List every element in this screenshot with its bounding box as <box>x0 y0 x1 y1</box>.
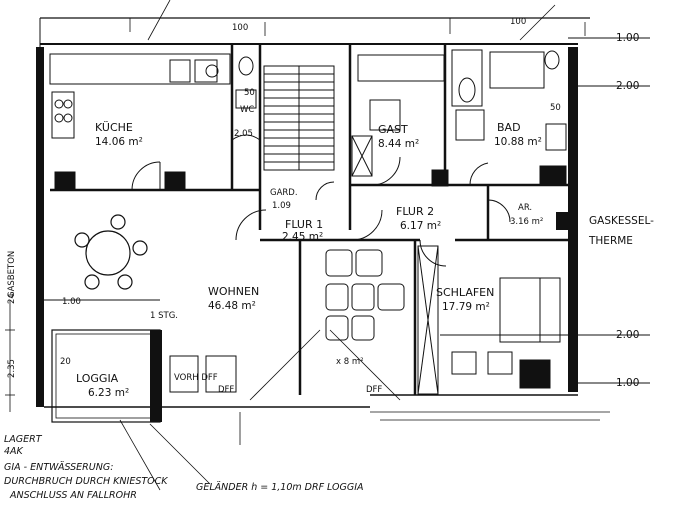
label-gaskessel: GASKESSEL- <box>589 215 654 227</box>
loggia-outline <box>44 299 162 423</box>
area-gast: 8.44 m² <box>378 138 419 150</box>
area-kueche: 14.06 m² <box>95 136 143 148</box>
living-furniture <box>169 245 561 395</box>
level-1-00-bottom: 1.00 <box>616 377 639 389</box>
note-anschluss: ANSCHLUSS AN FALLROHR <box>9 490 137 501</box>
label-stair-mark: x 8 m² <box>336 357 364 367</box>
label-stg: 1 STG. <box>150 311 178 321</box>
room-label-flur1: FLUR 1 <box>285 218 323 231</box>
dim-50-wc: 50 <box>244 88 255 98</box>
area-flur1: 2.45 m² <box>282 231 323 243</box>
wc-fittings <box>231 56 261 141</box>
room-label-flur2: FLUR 2 <box>396 205 434 218</box>
area-ar: 3.16 m² <box>510 217 543 227</box>
dimension-lines <box>5 18 586 412</box>
area-flur2: 6.17 m² <box>400 220 441 232</box>
level-2-00-top: 2.00 <box>616 80 639 92</box>
dim-loggia-1-00: 1.00 <box>62 297 81 307</box>
room-label-bad: BAD <box>497 121 521 134</box>
note-gelaender: GELÄNDER h = 1,10m DRF LOGGIA <box>196 482 364 493</box>
label-therme: THERME <box>588 235 633 247</box>
room-label-ar: AR. <box>518 203 532 213</box>
interior-walls <box>50 44 568 395</box>
area-schlafen: 17.79 m² <box>442 301 490 313</box>
room-label-loggia: LOGGIA <box>76 372 119 385</box>
area-wc: 2.05 <box>234 129 253 139</box>
dim-24: 24 <box>7 293 17 304</box>
outer-walls <box>36 17 590 408</box>
label-dff-2: DFF <box>366 385 382 395</box>
label-dff-1: DFF <box>218 385 234 395</box>
room-label-gard: GARD. <box>270 188 298 198</box>
note-durchbruch: DURCHBRUCH DURCH KNIESTOCK <box>4 476 168 487</box>
level-1-00-top: 1.00 <box>616 32 639 44</box>
dim-100-left: 100 <box>232 23 248 33</box>
room-label-schlafen: SCHLAFEN <box>436 286 494 299</box>
roof-openings <box>239 329 610 445</box>
level-lines <box>440 37 650 384</box>
room-label-wohnen: WOHNEN <box>208 285 259 298</box>
dim-100-right: 100 <box>510 17 526 27</box>
level-2-00-bottom: 2.00 <box>616 329 639 341</box>
staircase <box>263 65 335 171</box>
label-gasbeton: GASBETON <box>7 251 17 298</box>
area-gard: 1.09 <box>272 201 291 211</box>
area-bad: 10.88 m² <box>494 136 542 148</box>
bath-fittings <box>351 49 567 389</box>
label-vorh-dff: VORH DFF <box>174 373 218 383</box>
dim-2-35: 2.35 <box>7 359 17 378</box>
dining-table <box>74 214 148 290</box>
dim-20: 20 <box>60 357 71 367</box>
doors <box>131 156 511 267</box>
room-label-wc: WC <box>240 105 254 115</box>
note-lagert: LAGERT <box>4 434 43 445</box>
room-label-gast: GAST <box>378 123 408 136</box>
note-entwaesserung: GIA - ENTWÄSSERUNG: <box>4 462 113 473</box>
area-wohnen: 46.48 m² <box>208 300 256 312</box>
note-leaders <box>119 0 556 491</box>
note-4ak: 4AK <box>4 446 24 457</box>
area-loggia: 6.23 m² <box>88 387 129 399</box>
room-label-kueche: KÜCHE <box>95 121 133 134</box>
kitchen-fittings <box>49 53 231 191</box>
dim-50-bad: 50 <box>550 103 561 113</box>
